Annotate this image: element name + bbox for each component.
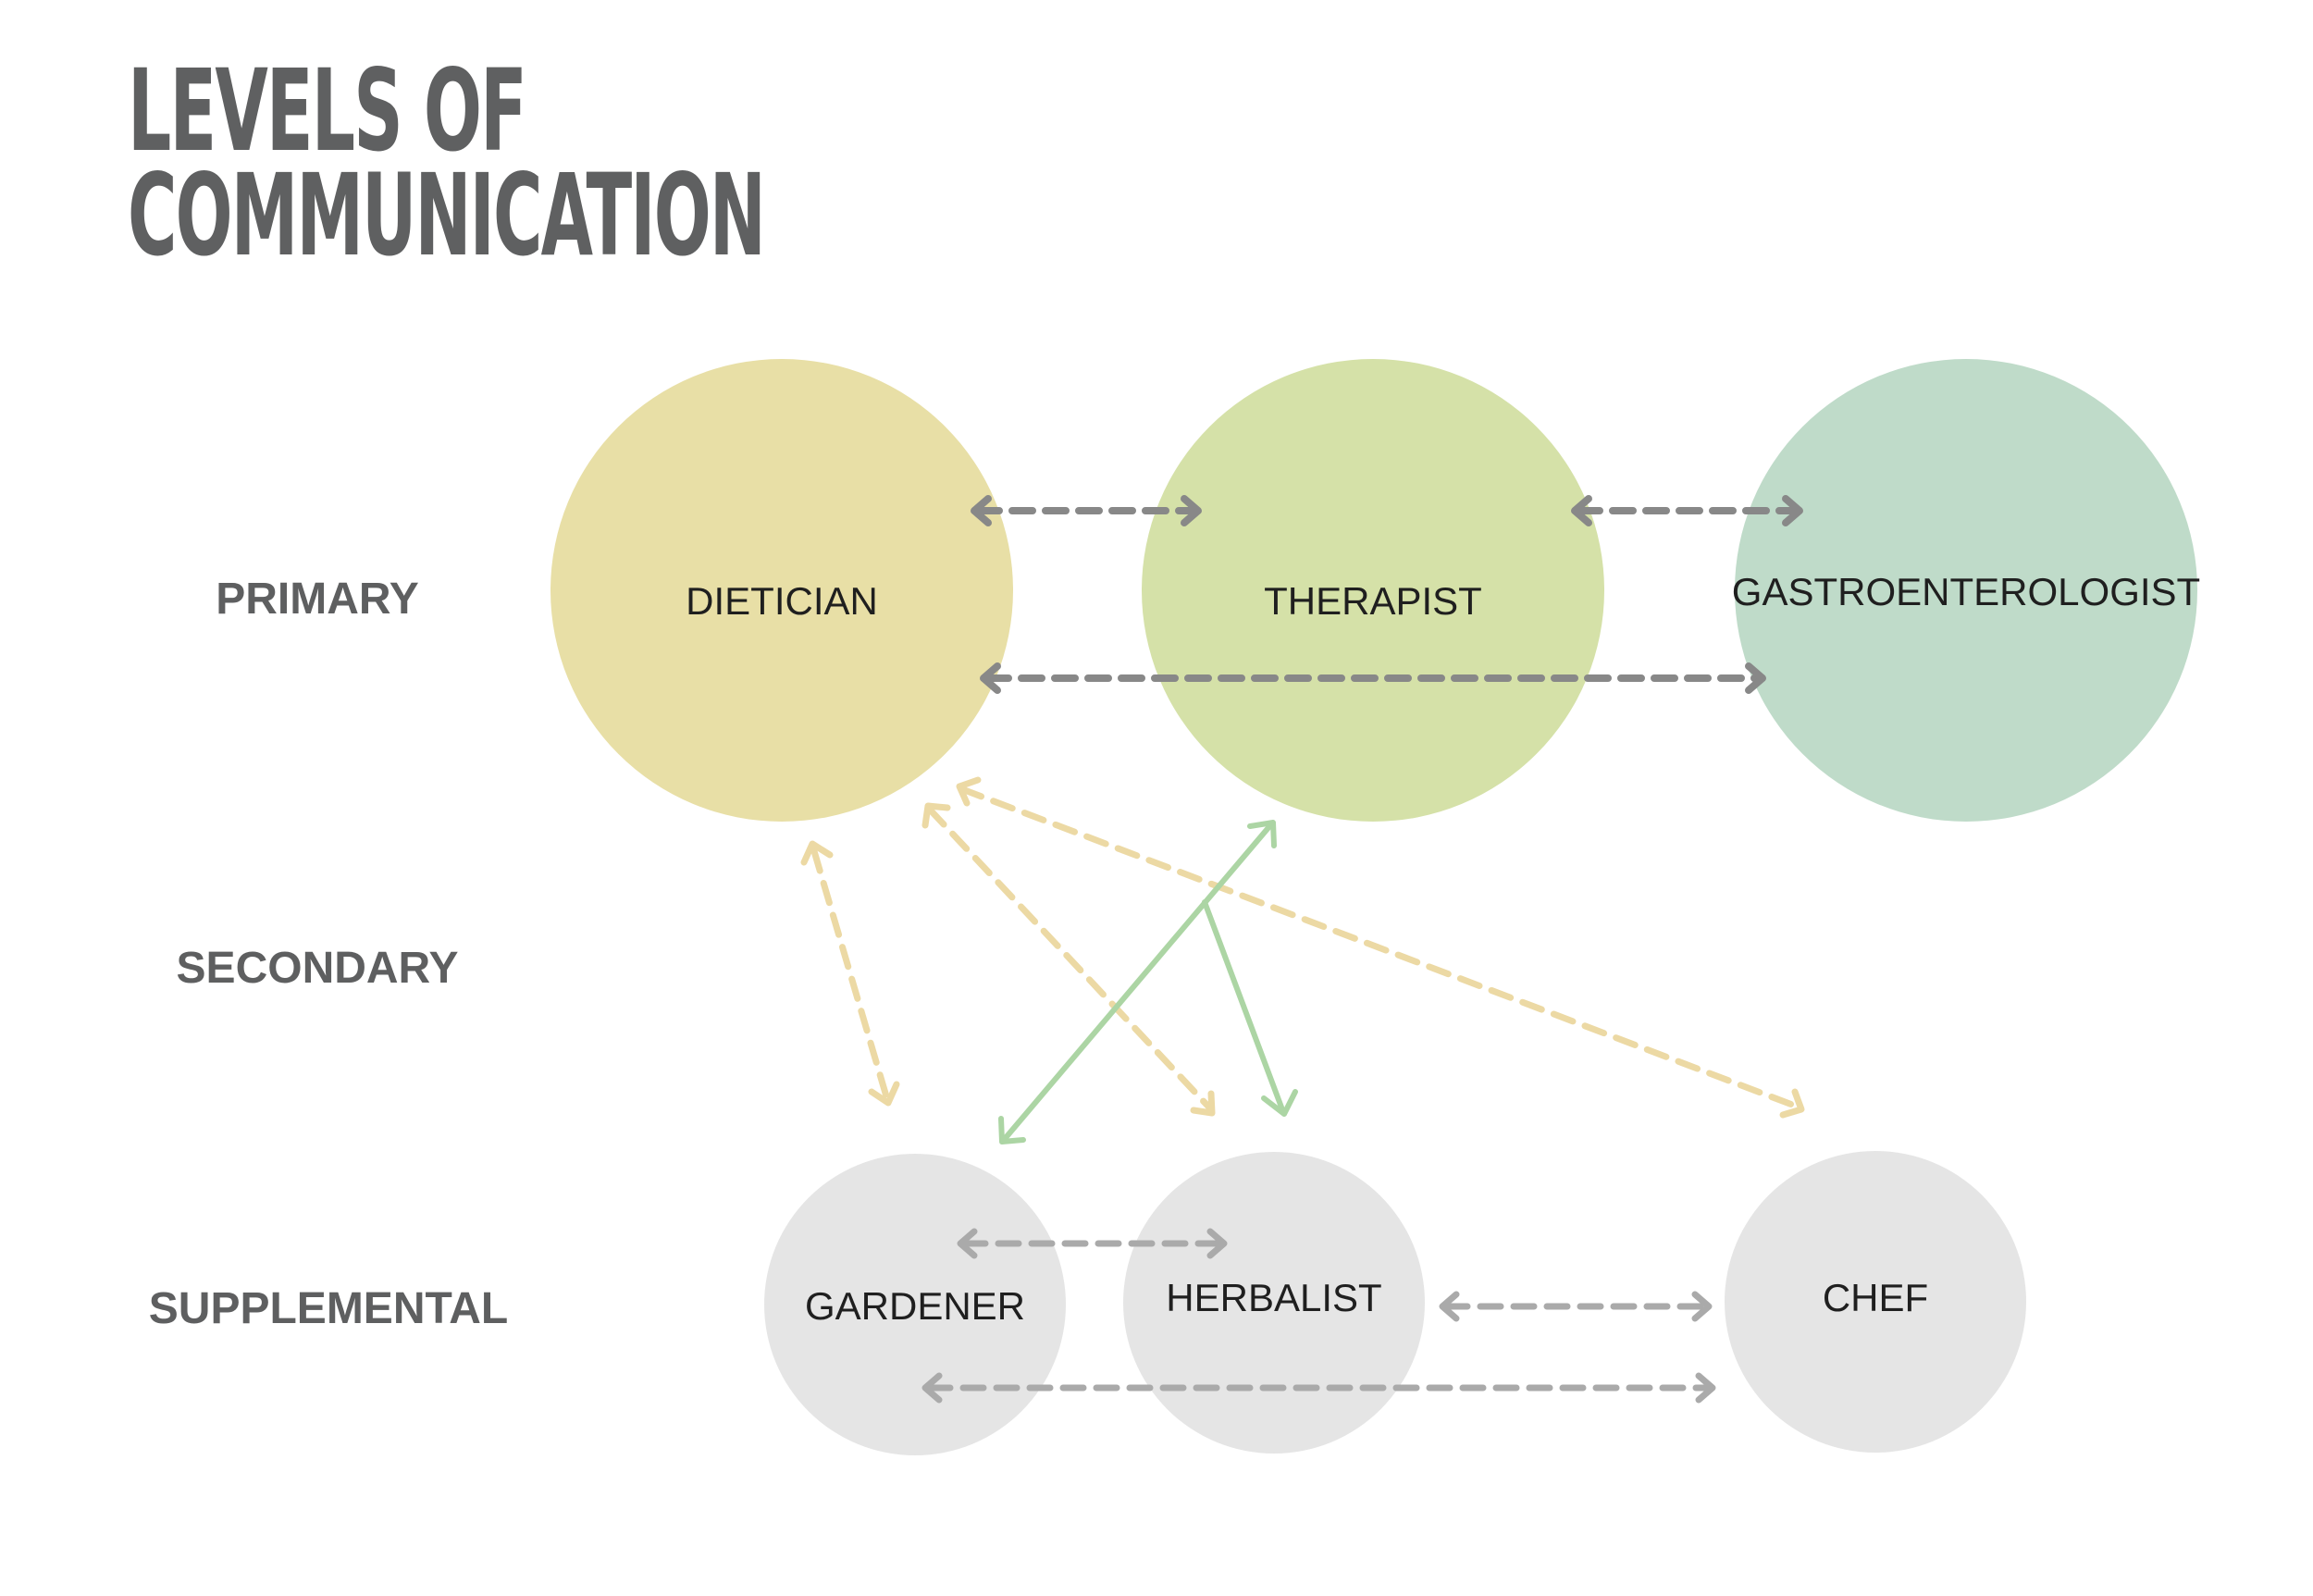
arrowhead: [921, 1372, 943, 1404]
node-gastroenterologist: GASTROENTEROLOGIST: [1732, 359, 2200, 822]
arrowhead: [1206, 1228, 1228, 1259]
node-gastroenterologist-circle: [1735, 359, 2197, 822]
node-herbalist-label: HERBALIST: [1166, 1276, 1381, 1319]
arrow-therapist-gardener: [998, 820, 1277, 1144]
arrowhead: [800, 840, 834, 866]
arrow-line: [959, 786, 1803, 1111]
arrow-dietician-chef: [956, 776, 1805, 1119]
node-dietician-circle: [550, 359, 1013, 822]
arrow-line: [1202, 899, 1286, 1115]
level-label-supplemental: SUPPLEMENTAL: [149, 1284, 508, 1333]
arrowhead: [1782, 495, 1803, 526]
node-dietician: DIETICIAN: [550, 359, 1013, 822]
node-dietician-label: DIETICIAN: [686, 579, 878, 623]
arrow-gardener-chef: [921, 1372, 1716, 1404]
node-chef-label: CHEF: [1823, 1276, 1928, 1319]
arrowhead: [956, 776, 982, 807]
node-therapist-circle: [1142, 359, 1604, 822]
node-chef-circle: [1725, 1151, 2026, 1453]
arrow-dietician-therapist: [971, 495, 1202, 526]
arrowhead: [1190, 1090, 1216, 1117]
arrowhead: [1745, 662, 1766, 694]
arrowhead: [957, 1228, 978, 1259]
level-label-secondary: SECONDARY: [177, 944, 459, 993]
arrow-therapist-gastroenterologist: [1571, 495, 1803, 526]
arrow-line: [926, 806, 1214, 1112]
arrowhead: [980, 662, 1001, 694]
arrowhead: [1571, 495, 1592, 526]
node-herbalist-circle: [1123, 1152, 1425, 1454]
title-line-1: LEVELS OF: [128, 45, 526, 177]
arrowhead: [971, 495, 992, 526]
node-therapist-label: THERAPIST: [1264, 579, 1482, 623]
arrow-dietician-gardener: [800, 840, 900, 1107]
arrowhead: [998, 1116, 1026, 1144]
node-herbalist: HERBALIST: [1123, 1152, 1425, 1454]
arrow-herbalist-chef: [1439, 1291, 1713, 1322]
arrowhead: [1695, 1372, 1716, 1404]
arrowhead: [921, 802, 951, 829]
arrow-dietician-gastroenterologist: [980, 662, 1766, 694]
arrow-therapist-herbalist: [1202, 899, 1298, 1117]
node-gardener: GARDENER: [764, 1154, 1066, 1455]
arrowhead: [1691, 1291, 1713, 1322]
node-therapist: THERAPIST: [1142, 359, 1604, 822]
arrowhead: [1779, 1088, 1805, 1119]
node-chef: CHEF: [1725, 1151, 2026, 1453]
arrowhead: [1261, 1089, 1298, 1117]
arrow-dietician-herbalist: [921, 802, 1216, 1117]
arrow-line: [810, 847, 890, 1100]
level-label-primary: PRIMARY: [216, 575, 419, 624]
node-gastroenterologist-label: GASTROENTEROLOGIST: [1732, 570, 2200, 613]
arrowhead: [868, 1081, 900, 1107]
arrowhead: [1181, 495, 1202, 526]
title-line-2: COMMUNICATION: [128, 150, 764, 281]
node-gardener-circle: [764, 1154, 1066, 1455]
arrow-gardener-herbalist: [957, 1228, 1228, 1259]
page-title: LEVELS OF COMMUNICATION: [128, 45, 767, 281]
node-gardener-label: GARDENER: [805, 1284, 1025, 1328]
arrowhead: [1439, 1291, 1460, 1322]
arrowhead: [1247, 820, 1277, 848]
arrow-line: [1001, 822, 1274, 1143]
